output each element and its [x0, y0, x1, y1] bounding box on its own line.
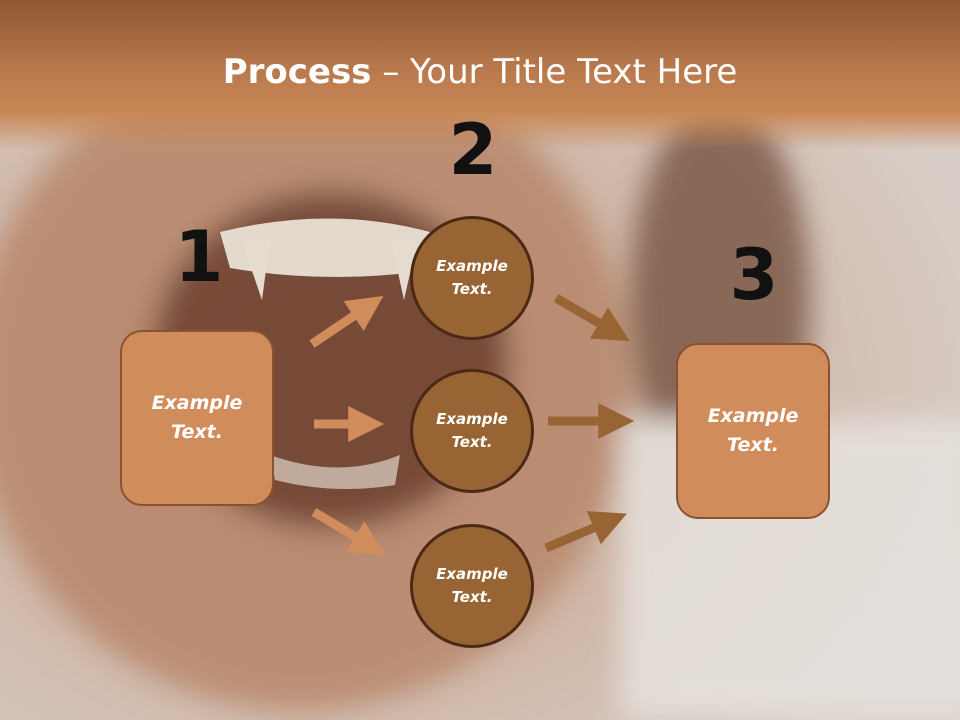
step-number-3: 3 — [729, 234, 779, 316]
arrow-top-to-right — [553, 294, 630, 342]
process-circle-top[interactable]: Example Text. — [410, 216, 534, 340]
arrow-left-to-bottom — [311, 508, 386, 556]
circle-bottom-text: Example Text. — [436, 565, 508, 606]
process-circle-middle[interactable]: Example Text. — [410, 369, 534, 493]
arrow-left-to-top — [309, 295, 384, 348]
process-circle-bottom[interactable]: Example Text. — [410, 524, 534, 648]
title-band — [0, 0, 960, 150]
title-bold-text: Process — [222, 52, 372, 92]
slide-title: Process – Your Title Text Here — [0, 52, 960, 92]
step-number-2: 2 — [448, 109, 498, 191]
circle-middle-text: Example Text. — [436, 410, 508, 451]
step-number-1: 1 — [174, 216, 224, 298]
left-process-box[interactable]: Example Text. — [120, 330, 274, 506]
left-box-text: Example Text. — [151, 392, 243, 443]
title-rest-text: – Your Title Text Here — [371, 52, 738, 92]
right-box-text: Example Text. — [707, 405, 799, 456]
circle-top-text: Example Text. — [436, 257, 508, 298]
arrow-bottom-to-right — [544, 511, 627, 553]
right-process-box[interactable]: Example Text. — [676, 343, 830, 519]
